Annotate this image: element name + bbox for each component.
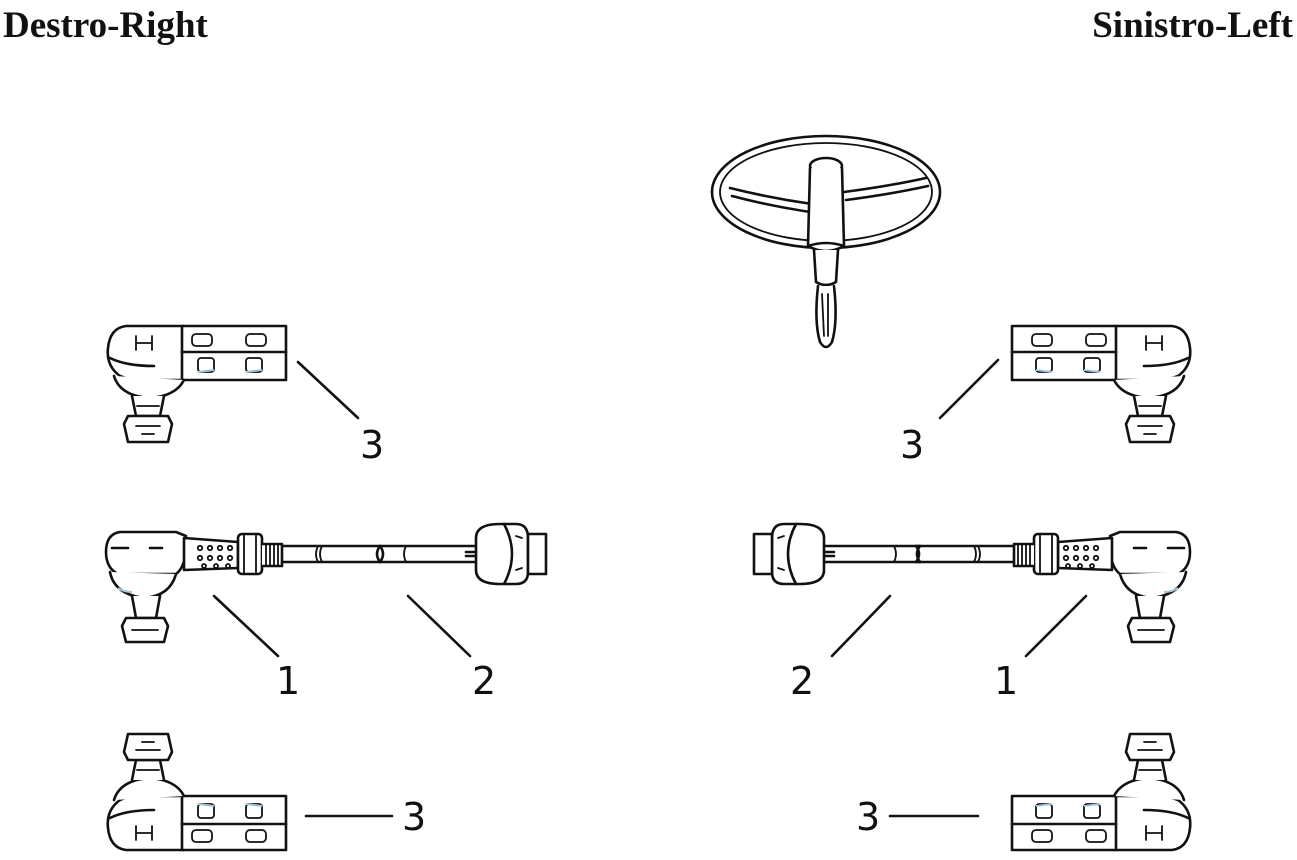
left-inner-tie-rod: [752, 522, 922, 586]
callout-right-lower: 3: [402, 795, 426, 839]
callout-left-inner: 2: [790, 659, 814, 703]
callout-right-outer: 1: [276, 659, 300, 703]
right-upper-leader: [296, 360, 360, 420]
left-inner-leader: [830, 594, 892, 658]
left-outer-tie-rod-end: [914, 530, 1192, 644]
right-outer-leader: [212, 594, 280, 658]
right-inner-leader: [406, 594, 472, 658]
right-outer-tie-rod-end: [104, 530, 382, 644]
steering-wheel: [710, 134, 942, 349]
callout-left-upper: 3: [900, 423, 924, 467]
callout-left-outer: 1: [994, 659, 1018, 703]
right-upper-tie-rod-end: [106, 324, 288, 444]
heading-destro-right: Destro-Right: [3, 5, 208, 46]
left-upper-tie-rod-end: [1010, 324, 1192, 444]
right-inner-tie-rod: [378, 522, 548, 586]
heading-sinistro-left: Sinistro-Left: [1092, 5, 1293, 46]
left-lower-tie-rod-end: [1010, 732, 1192, 852]
callout-right-upper: 3: [360, 423, 384, 467]
left-outer-leader: [1024, 594, 1088, 658]
right-lower-tie-rod-end: [106, 732, 288, 852]
callout-right-inner: 2: [472, 659, 496, 703]
left-upper-leader: [938, 358, 1000, 420]
callout-left-lower: 3: [856, 795, 880, 839]
